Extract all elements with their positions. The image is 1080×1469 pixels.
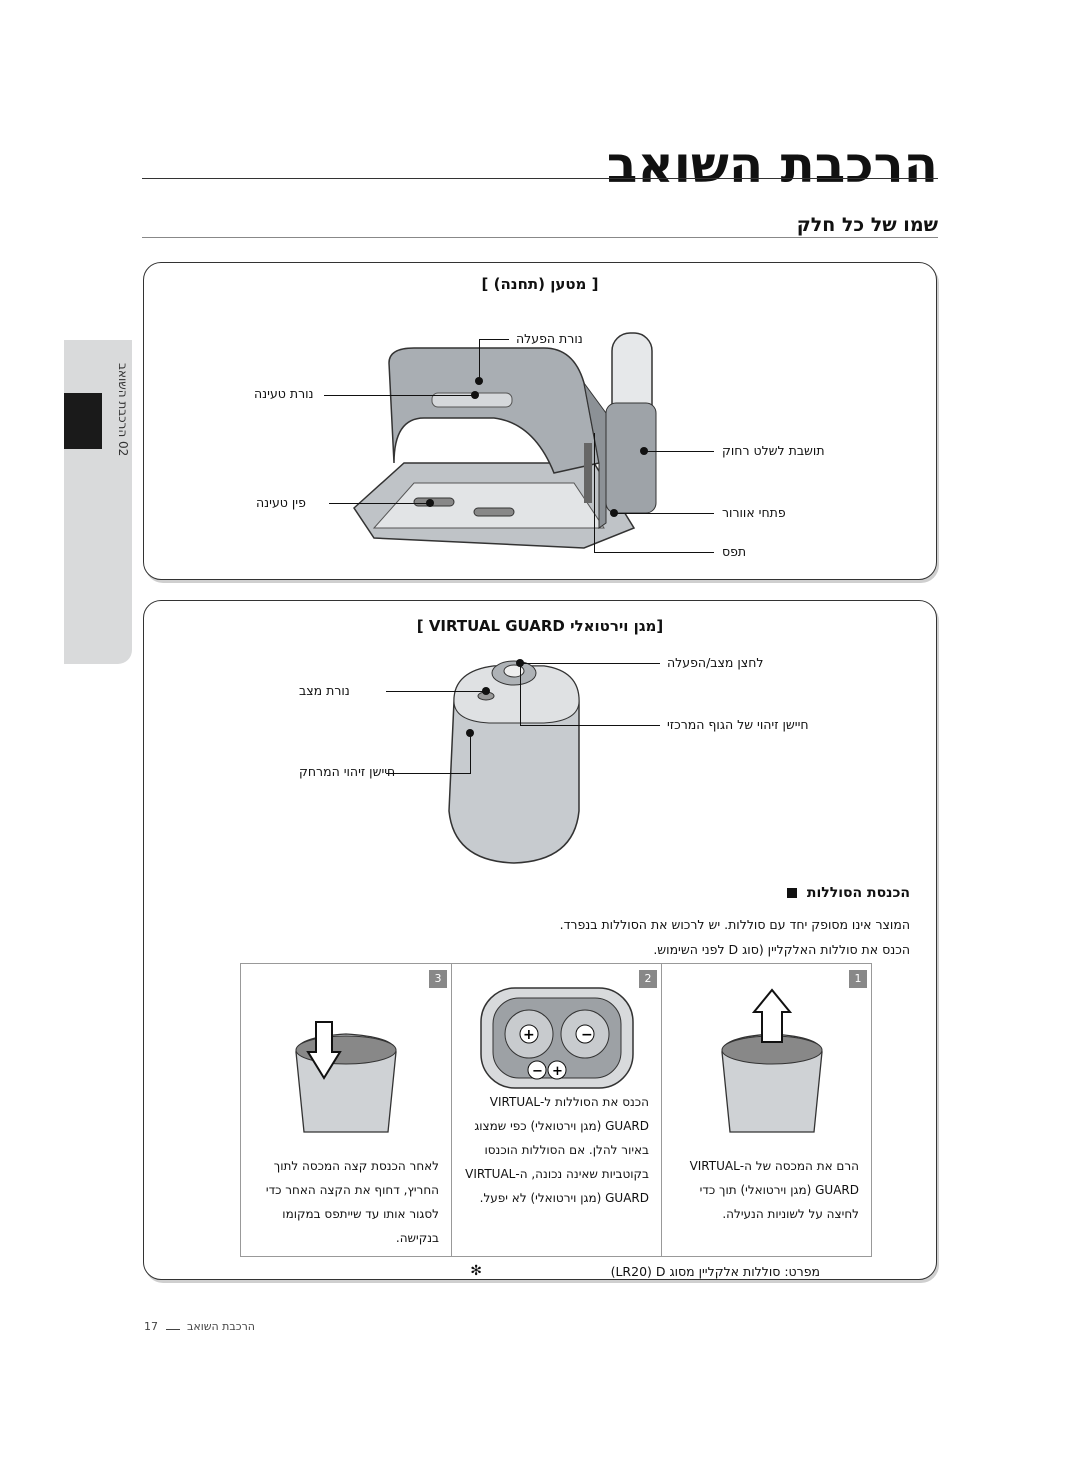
svg-text:+: + [552,1064,563,1079]
page-number: 17 [144,1320,158,1333]
step-text: הכנס את הסוללות ל-VIRTUAL GUARD (מגן ויר… [465,1095,649,1205]
step-2: 2 + − − + הכנס את הסוללות ל-VIRTUAL GUAR… [451,964,661,1256]
svg-text:−: − [581,1027,593,1043]
page-title: הרכבת השואב [606,136,938,194]
step-number: 3 [429,970,447,988]
svg-text:+: + [523,1027,535,1043]
label-side-sensor: חיישן זיהוי של הגוף המרכזי [667,717,809,732]
battery-line-2: הכנס את סוללות האלקליין (סוג D לפני השימ… [653,942,910,957]
dock-heading: [ מטען (תחנה) ] [481,275,599,293]
step-number: 2 [639,970,657,988]
footer-rule [165,1329,180,1330]
step-text: לאחר הכנסת קצה המכסה לתוך החריץ, דחוף את… [265,1159,439,1245]
side-tab-marker [64,393,102,449]
guard-illustration [448,660,580,864]
label-distance-sensor: חיישן זיהוי המרחק [299,764,396,779]
footer-text: הרכבת השואב [187,1320,255,1333]
step-1-illustration [721,988,823,1133]
page-footer: 17 הרכבת השואב [144,1320,255,1333]
label-mode-light: נורת מצב [299,683,350,698]
battery-title: הכנסת הסוללות [787,885,910,901]
virtual-guard-panel: [ VIRTUAL GUARD מגן וירטואלי] נורת מצב ל… [143,600,937,1280]
step-number: 1 [849,970,867,988]
snowflake-icon: ✻ [470,1263,482,1279]
label-bumper: תפס [722,544,747,559]
battery-steps: 1 הרם את המכסה של ה-VIRTUAL GUARD (מגן ו… [240,963,872,1257]
step-1: 1 הרם את המכסה של ה-VIRTUAL GUARD (מגן ו… [661,964,871,1256]
step-text: הרם את המכסה של ה-VIRTUAL GUARD (מגן ויר… [689,1159,859,1221]
step-2-illustration: + − − + [480,987,634,1089]
label-remote-holder: תושבת לשלט רחוק [722,443,825,458]
label-exhaust-openings: פתחי אוורור [722,505,786,520]
dock-panel: [ מטען (תחנה) ] נורת הפעלה נורת טעינה תו… [143,262,937,580]
side-tab-label: 02 הרכבת השואב [116,362,130,456]
step-3: 3 לאחר הכנסת קצה המכסה לתוך החריץ, דחוף … [241,964,451,1256]
guard-heading: [ VIRTUAL GUARD מגן וירטואלי] [416,617,664,635]
label-mode-button: לחצן מצב/הפעלה [667,655,764,670]
label-operation-light: נורת הפעלה [516,331,583,346]
label-charging-light: נורת טעינה [254,386,314,401]
dock-illustration [353,332,657,549]
svg-text:−: − [532,1064,543,1079]
subtitle-divider [142,237,938,238]
battery-spec-note: מפרט: סוללות אלקליין מסוג LR20) D) [610,1264,820,1279]
section-subtitle: שמו של כל חלק [796,214,938,236]
step-3-illustration [295,1021,397,1133]
title-divider [142,178,938,179]
battery-line-1: המוצר אינו מסופק יחד עם סוללות. יש לרכוש… [559,917,910,932]
label-charging-pins: פין טעינה [256,495,306,510]
